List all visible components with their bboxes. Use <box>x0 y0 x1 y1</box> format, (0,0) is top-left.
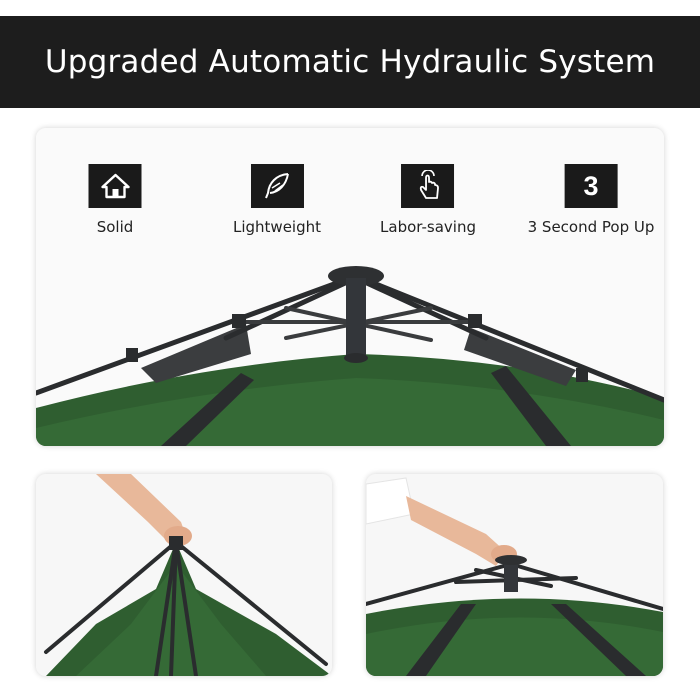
feature-3-second-pop-up: 3 3 Second Pop Up <box>527 164 655 236</box>
feature-number: 3 <box>583 170 599 201</box>
feature-labor-saving: Labor-saving <box>380 164 476 236</box>
header-banner: Upgraded Automatic Hydraulic System <box>0 16 700 108</box>
touch-hand-icon <box>401 164 455 208</box>
opened-tent-photo <box>366 474 663 676</box>
folded-tent-photo <box>36 474 332 676</box>
feature-lightweight: Lightweight <box>233 164 321 236</box>
feature-label: Lightweight <box>232 218 322 236</box>
feather-icon <box>250 164 304 208</box>
banner-title: Upgraded Automatic Hydraulic System <box>44 44 656 80</box>
feature-label: Labor-saving <box>380 218 476 236</box>
hand-pulling-folded-tent <box>36 474 332 676</box>
hand-lifting-open-tent <box>366 474 663 676</box>
house-icon <box>88 164 142 208</box>
feature-solid: Solid <box>88 164 142 236</box>
feature-label: Solid <box>96 218 134 236</box>
feature-list: Solid Lightweight Labor-saving <box>36 128 664 258</box>
feature-label: 3 Second Pop Up <box>527 218 655 236</box>
number-three-icon: 3 <box>564 164 618 208</box>
